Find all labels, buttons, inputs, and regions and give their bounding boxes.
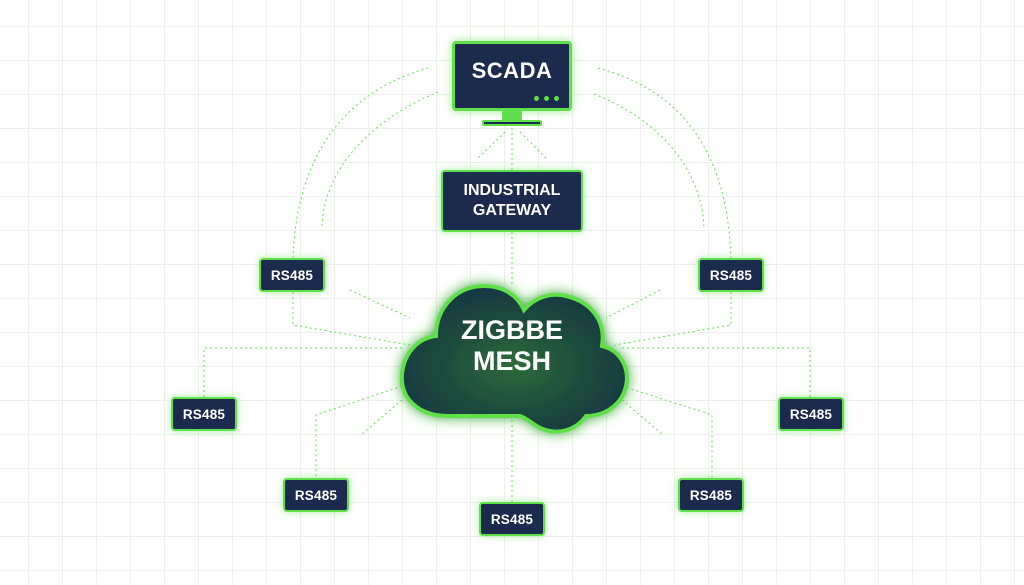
mesh-label-line1: ZIGBBE xyxy=(460,315,563,345)
gateway-label-line1: INDUSTRIAL xyxy=(463,182,561,199)
rs485-label: RS485 xyxy=(294,487,338,503)
rs485-node-upper-right: RS485 xyxy=(698,258,764,292)
rs485-node-lower-left: RS485 xyxy=(283,478,349,512)
rs485-label: RS485 xyxy=(270,267,314,283)
mesh-label: ZIGBBE MESH xyxy=(400,315,624,377)
link-radial-ur xyxy=(605,289,661,319)
rs485-label: RS485 xyxy=(182,406,226,422)
link-scada-rs485-left xyxy=(292,67,429,261)
link-scada-gateway-left xyxy=(475,131,506,161)
rs485-label: RS485 xyxy=(490,511,534,527)
rs485-node-bottom-center: RS485 xyxy=(479,502,545,536)
link-mesh-rs485-lower-right xyxy=(621,385,713,478)
mesh-cloud-icon xyxy=(399,283,629,434)
rs485-node-side-right: RS485 xyxy=(778,397,844,431)
link-scada-gateway-right xyxy=(519,131,549,161)
link-mesh-rs485-side-left xyxy=(203,347,402,398)
monitor-stand-neck xyxy=(502,110,522,121)
link-scada-inner-right xyxy=(593,93,705,229)
link-radial-ll xyxy=(361,399,403,435)
link-mesh-rs485-side-right xyxy=(622,347,811,398)
rs485-node-lower-right: RS485 xyxy=(678,478,744,512)
link-radial-lr xyxy=(621,399,663,435)
link-scada-rs485-right xyxy=(597,67,732,261)
monitor-indicator-dots xyxy=(534,96,559,101)
industrial-gateway-node: INDUSTRIAL GATEWAY xyxy=(441,170,583,232)
mesh-label-line2: MESH xyxy=(472,346,551,376)
rs485-label: RS485 xyxy=(789,406,833,422)
link-scada-inner-left xyxy=(321,91,439,229)
rs485-node-side-left: RS485 xyxy=(171,397,237,431)
rs485-label: RS485 xyxy=(709,267,753,283)
scada-label: SCADA xyxy=(471,58,553,83)
scada-monitor: SCADA xyxy=(452,41,572,111)
link-mesh-rs485-lower-left xyxy=(315,385,403,478)
monitor-stand-base xyxy=(482,120,542,126)
link-mesh-rs485-upper-right xyxy=(614,292,732,346)
rs485-node-upper-left: RS485 xyxy=(259,258,325,292)
rs485-label: RS485 xyxy=(689,487,733,503)
link-radial-ul xyxy=(349,289,411,319)
link-mesh-rs485-upper-left xyxy=(292,292,411,346)
gateway-label-line2: GATEWAY xyxy=(472,202,552,219)
